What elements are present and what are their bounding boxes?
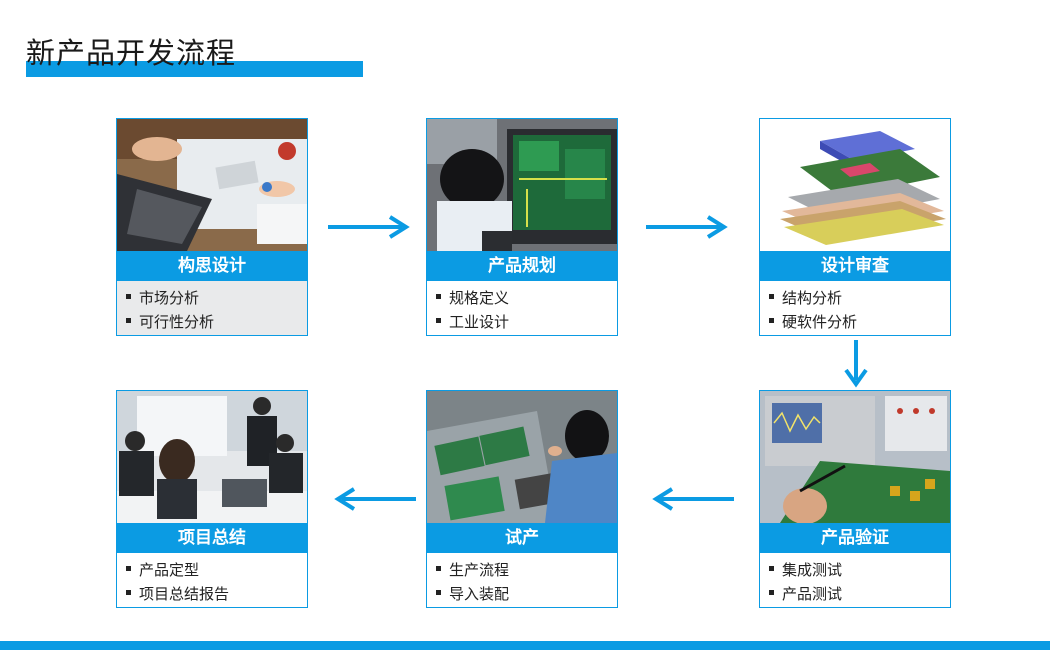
- step-card-6: 项目总结 产品定型 项目总结报告: [116, 390, 308, 608]
- step-item: 结构分析: [760, 286, 950, 310]
- step-title: 项目总结: [117, 523, 307, 553]
- step-title: 产品验证: [760, 523, 950, 553]
- step-item: 规格定义: [427, 286, 617, 310]
- step-title: 产品规划: [427, 251, 617, 281]
- step-image-assembly-line: [427, 391, 617, 523]
- step-item: 硬软件分析: [760, 310, 950, 334]
- step-card-4: 产品验证 集成测试 产品测试: [759, 390, 951, 608]
- page-title: 新产品开发流程: [26, 36, 237, 70]
- step-image-business-meeting: [117, 119, 307, 251]
- title-underline-bar: [26, 61, 363, 77]
- step-title: 构思设计: [117, 251, 307, 281]
- step-items: 结构分析 硬软件分析: [760, 281, 950, 335]
- step-item: 市场分析: [117, 286, 307, 310]
- step-items: 生产流程 导入装配: [427, 553, 617, 607]
- step-item: 可行性分析: [117, 310, 307, 334]
- step-item: 生产流程: [427, 558, 617, 582]
- arrow-left-icon: [652, 487, 734, 511]
- step-image-exploded-layers: [760, 119, 950, 251]
- step-image-oscilloscope-test: [760, 391, 950, 523]
- footer-bar: [0, 641, 1050, 650]
- title-area: 新产品开发流程: [26, 36, 236, 70]
- step-item: 产品测试: [760, 582, 950, 606]
- step-item: 导入装配: [427, 582, 617, 606]
- step-items: 规格定义 工业设计: [427, 281, 617, 335]
- step-items: 产品定型 项目总结报告: [117, 553, 307, 607]
- step-card-3: 设计审查 结构分析 硬软件分析: [759, 118, 951, 336]
- step-card-5: 试产 生产流程 导入装配: [426, 390, 618, 608]
- step-title: 设计审查: [760, 251, 950, 281]
- step-items: 市场分析 可行性分析: [117, 281, 307, 335]
- step-image-team-meeting: [117, 391, 307, 523]
- step-item: 集成测试: [760, 558, 950, 582]
- step-card-2: 产品规划 规格定义 工业设计: [426, 118, 618, 336]
- arrow-right-icon: [328, 215, 410, 239]
- step-items: 集成测试 产品测试: [760, 553, 950, 607]
- step-image-engineer-pcb: [427, 119, 617, 251]
- step-title: 试产: [427, 523, 617, 553]
- arrow-left-icon: [334, 487, 416, 511]
- step-item: 产品定型: [117, 558, 307, 582]
- step-item: 工业设计: [427, 310, 617, 334]
- step-item: 项目总结报告: [117, 582, 307, 606]
- arrow-down-icon: [844, 340, 868, 388]
- arrow-right-icon: [646, 215, 728, 239]
- step-card-1: 构思设计 市场分析 可行性分析: [116, 118, 308, 336]
